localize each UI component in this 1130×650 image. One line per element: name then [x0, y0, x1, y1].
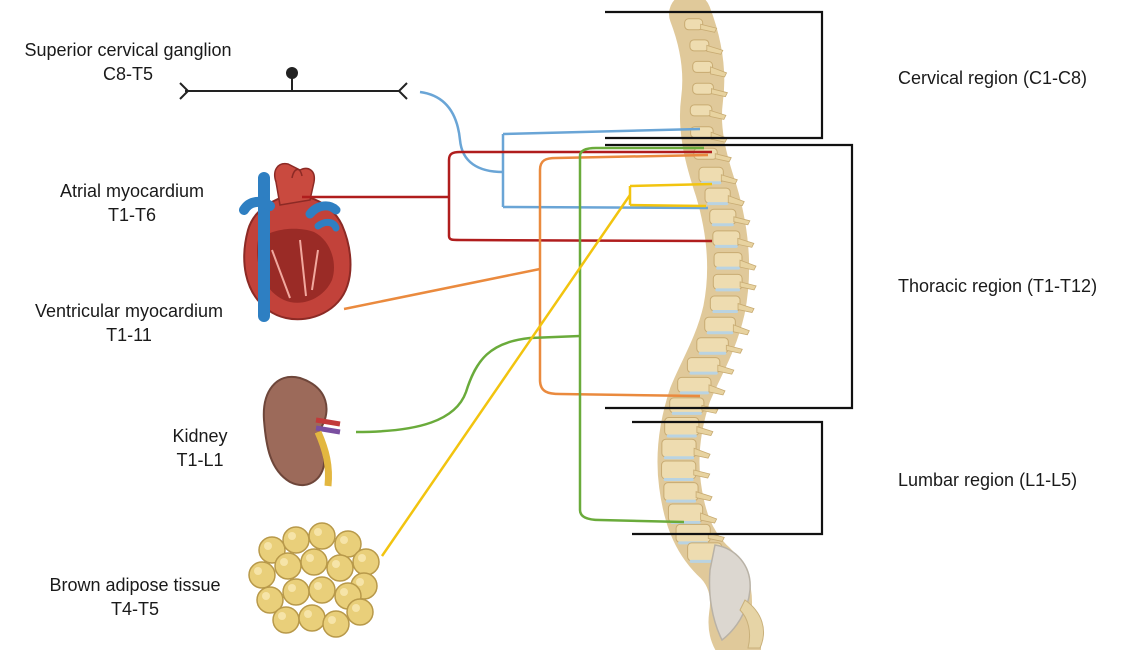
vertebra — [713, 274, 742, 289]
intervertebral-disc — [666, 500, 696, 503]
connector-atrial — [302, 152, 712, 241]
scg-segments: C8-T5 — [8, 62, 248, 86]
kidney-name: Kidney — [130, 424, 270, 448]
adipocyte — [275, 553, 301, 579]
ventricular-name: Ventricular myocardium — [14, 299, 244, 323]
adipocyte-highlight — [340, 588, 348, 596]
intervertebral-disc — [712, 223, 734, 226]
vertebra — [685, 19, 703, 30]
adipocyte — [323, 611, 349, 637]
adipocyte — [353, 549, 379, 575]
adipocyte-highlight — [306, 554, 314, 562]
vertebra — [693, 83, 714, 94]
vertebra — [713, 231, 740, 246]
adipocyte — [299, 605, 325, 631]
intervertebral-disc — [664, 478, 694, 481]
vertebra — [710, 209, 736, 224]
adipocyte — [301, 549, 327, 575]
vertebra — [662, 461, 696, 479]
label-bat: Brown adipose tissue T4-T5 — [20, 573, 250, 621]
intervertebral-disc — [664, 456, 694, 459]
vertebra — [668, 504, 702, 522]
scg-name: Superior cervical ganglion — [8, 38, 248, 62]
adipocyte — [347, 599, 373, 625]
connector-scg — [420, 92, 708, 208]
intervertebral-disc — [716, 267, 740, 270]
label-cervical-region: Cervical region (C1-C8) — [898, 67, 1087, 89]
kidney-segments: T1-L1 — [130, 448, 270, 472]
vertebra — [705, 317, 736, 332]
adipocyte — [249, 562, 275, 588]
adipocyte-highlight — [304, 610, 312, 618]
intervertebral-disc — [707, 331, 734, 334]
ventricular-segments: T1-11 — [14, 323, 244, 347]
adipocyte — [283, 527, 309, 553]
adipocyte-highlight — [314, 582, 322, 590]
intervertebral-disc — [672, 412, 702, 415]
adipocyte-highlight — [254, 567, 262, 575]
vertebra — [693, 61, 713, 72]
adipose-tissue-icon — [249, 523, 379, 637]
adipocyte — [309, 577, 335, 603]
intervertebral-disc — [699, 352, 727, 355]
vertebra — [710, 296, 740, 311]
adipocyte-highlight — [340, 536, 348, 544]
vertebra — [687, 358, 719, 373]
intervertebral-disc — [707, 202, 728, 205]
adipocyte-highlight — [352, 604, 360, 612]
label-lumbar-region: Lumbar region (L1-L5) — [898, 469, 1077, 491]
vertebra — [664, 483, 698, 501]
bat-segments: T4-T5 — [20, 597, 250, 621]
heart-icon — [244, 164, 351, 322]
kidney-icon — [264, 377, 340, 486]
vertebra — [697, 338, 729, 353]
adipocyte-highlight — [262, 592, 270, 600]
vertebra — [690, 40, 709, 51]
intervertebral-disc — [715, 245, 738, 248]
atrial-name: Atrial myocardium — [32, 179, 232, 203]
label-scg: Superior cervical ganglion C8-T5 — [8, 38, 248, 86]
label-atrial: Atrial myocardium T1-T6 — [32, 179, 232, 227]
label-kidney: Kidney T1-L1 — [130, 424, 270, 472]
bat-name: Brown adipose tissue — [20, 573, 250, 597]
adipocyte-highlight — [356, 578, 364, 586]
intervertebral-disc — [689, 372, 717, 375]
vertebra — [714, 253, 742, 268]
adipocyte-highlight — [288, 584, 296, 592]
vertebra — [705, 188, 730, 203]
vertebra — [690, 105, 712, 116]
intervertebral-disc — [715, 288, 740, 291]
adipocyte-highlight — [332, 560, 340, 568]
vertebra — [699, 167, 723, 182]
vertebra — [678, 377, 711, 392]
adipocyte-highlight — [278, 612, 286, 620]
connector-ventricular — [344, 155, 708, 396]
spine-icon — [662, 14, 764, 648]
intervertebral-disc — [680, 391, 709, 394]
adipocyte-highlight — [264, 542, 272, 550]
adipocyte — [273, 607, 299, 633]
vertebra — [694, 148, 717, 159]
vertebra — [665, 418, 699, 436]
atrial-segments: T1-T6 — [32, 203, 232, 227]
adipocyte — [283, 579, 309, 605]
intervertebral-disc — [712, 310, 738, 313]
label-ventricular: Ventricular myocardium T1-11 — [14, 299, 244, 347]
intervertebral-disc — [667, 435, 697, 438]
adipocyte-highlight — [314, 528, 322, 536]
adipocyte-highlight — [328, 616, 336, 624]
vertebra — [670, 398, 704, 413]
adipocyte-highlight — [358, 554, 366, 562]
adipocyte — [309, 523, 335, 549]
adipocyte — [327, 555, 353, 581]
adipocyte-highlight — [288, 532, 296, 540]
vertebra — [662, 439, 696, 457]
label-thoracic-region: Thoracic region (T1-T12) — [898, 275, 1097, 297]
adipocyte-highlight — [280, 558, 288, 566]
